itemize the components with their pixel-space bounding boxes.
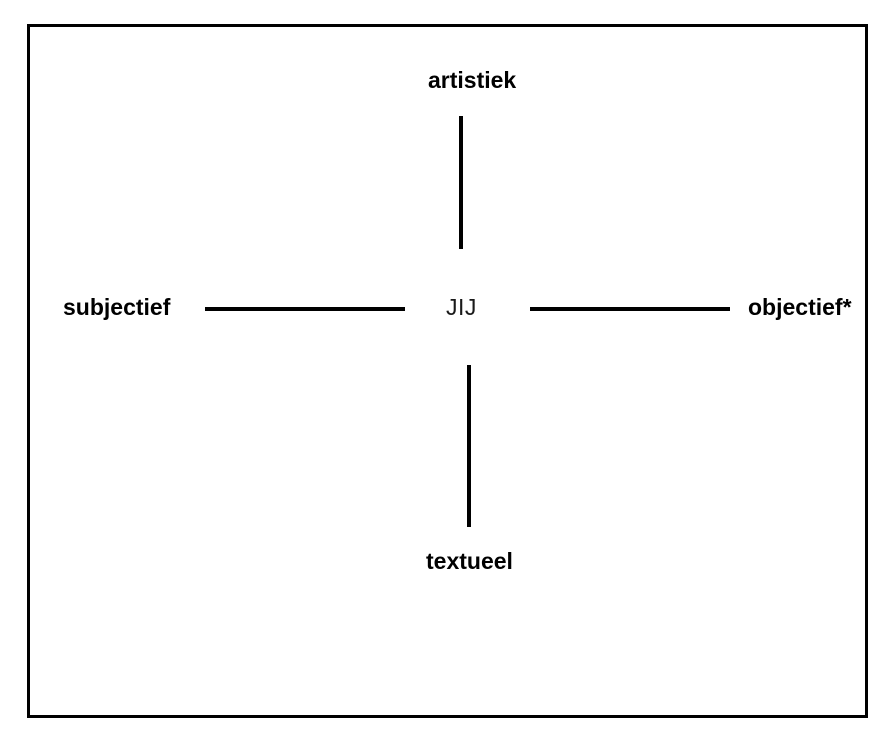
axis-label-left: subjectief [63,294,171,320]
axis-label-top: artistiek [428,67,517,93]
axis-label-right: objectief* [748,294,852,320]
axis-segment-horizontal-left [205,307,405,311]
diagram-frame: artistiek textueel subjectief objectief*… [27,24,868,718]
axis-label-bottom: textueel [426,548,513,574]
axis-segment-horizontal-right [530,307,730,311]
axis-segment-vertical-bottom [467,365,471,527]
axis-segment-vertical-top [459,116,463,249]
center-origin-label: JIJ [446,294,477,320]
